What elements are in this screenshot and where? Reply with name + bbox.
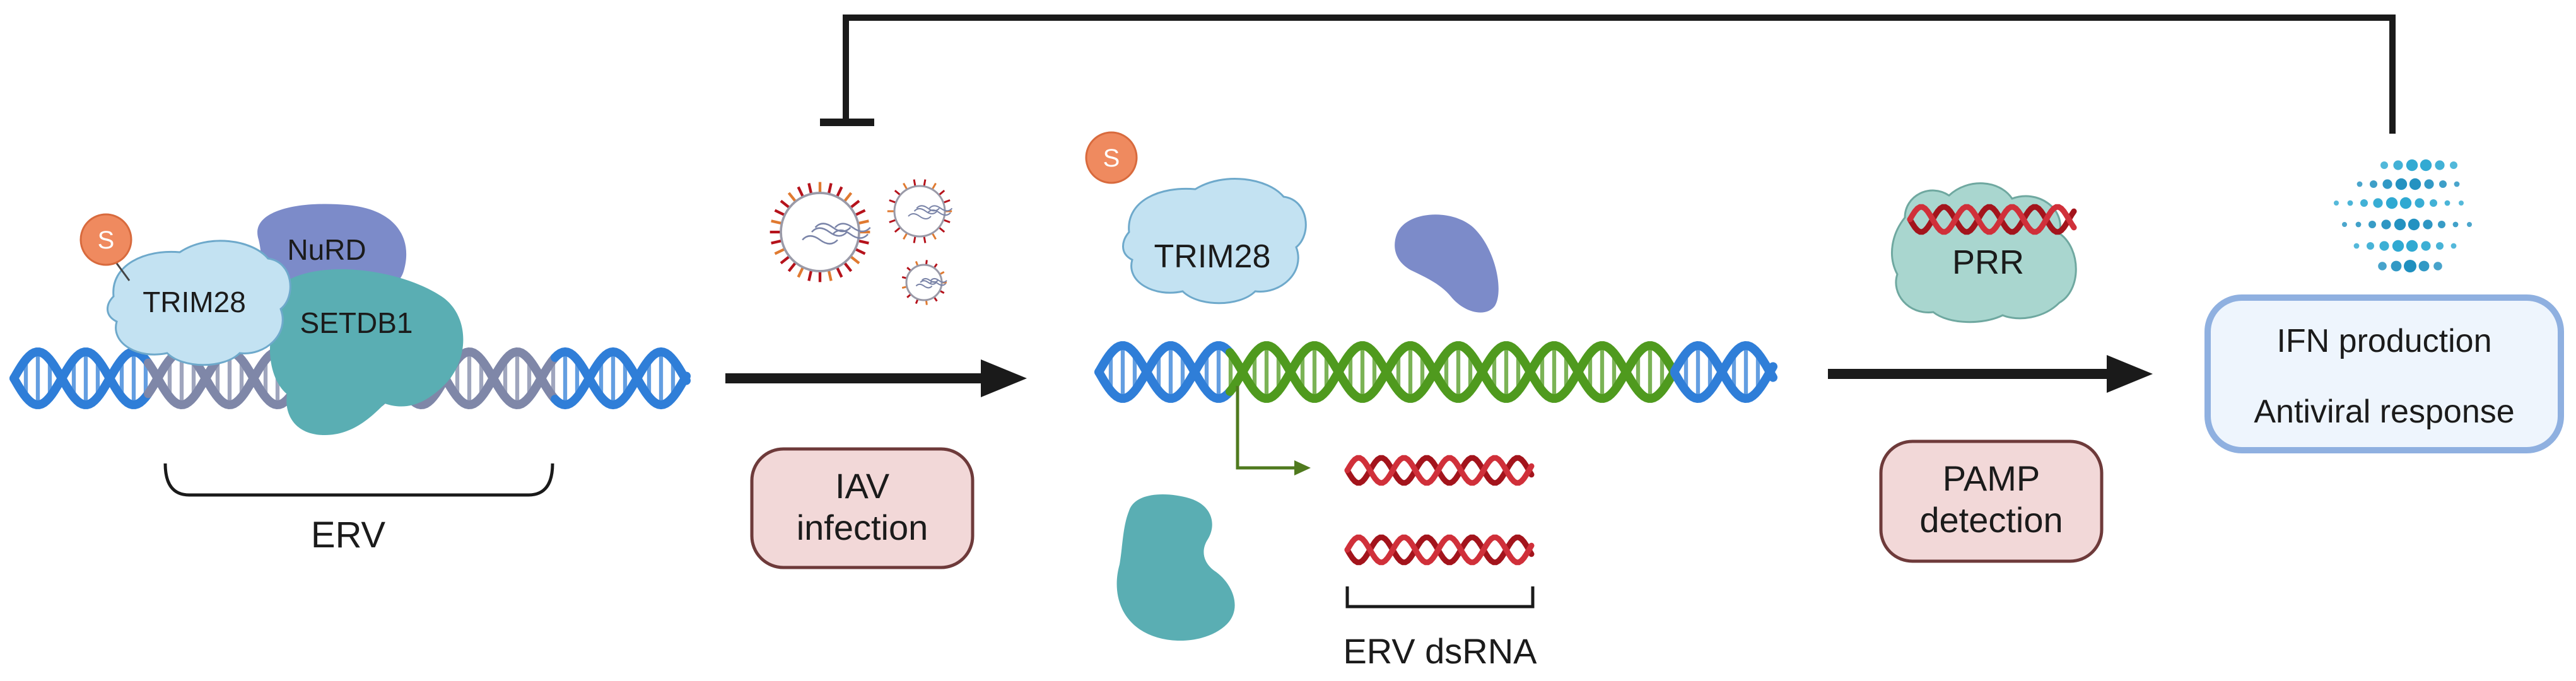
iav-infection-box: IAV infection bbox=[750, 447, 975, 569]
sumo-label-mid: S bbox=[1103, 144, 1120, 172]
prr-label: PRR bbox=[1952, 243, 2024, 281]
antiviral-response-label: Antiviral response bbox=[2254, 393, 2514, 430]
ifn-molecules-icon bbox=[2334, 159, 2472, 272]
iav-infection-line2: infection bbox=[797, 508, 928, 547]
iav-infection-line1: IAV bbox=[835, 466, 890, 506]
erv-dsrna-1 bbox=[1344, 455, 1535, 486]
prr-bound-dsrna bbox=[1907, 204, 2077, 235]
setdb1-protein-released bbox=[1116, 494, 1235, 641]
pamp-detection-line2: detection bbox=[1919, 500, 2063, 540]
iav-virions bbox=[770, 179, 953, 305]
trim28-protein-mid bbox=[1122, 178, 1307, 305]
sumo-marker-left bbox=[79, 213, 132, 266]
dsrna-bracket: ERV dsRNA bbox=[1343, 586, 1537, 671]
nurd-protein-released bbox=[1395, 214, 1499, 313]
pamp-detection-line1: PAMP bbox=[1943, 458, 2040, 498]
setdb1-protein bbox=[270, 269, 464, 435]
trim28-label-mid: TRIM28 bbox=[1154, 238, 1271, 275]
trim28-complex: S TRIM28 NuRD SETDB1 bbox=[79, 204, 464, 435]
dna-helix-middle bbox=[1094, 340, 1777, 404]
erv-label: ERV bbox=[311, 515, 386, 556]
dsrna-label: ERV dsRNA bbox=[1343, 631, 1537, 671]
arrow-2 bbox=[1828, 355, 2153, 393]
erv-bracket: ERV bbox=[163, 463, 554, 556]
ifn-production-label: IFN production bbox=[2276, 323, 2491, 359]
transcription-arrow bbox=[1236, 386, 1311, 475]
arrow-1 bbox=[725, 359, 1027, 397]
pamp-detection-box: PAMP detection bbox=[1879, 439, 2104, 563]
feedback-inhibition-line bbox=[820, 15, 2396, 134]
sumo-marker-mid bbox=[1085, 131, 1138, 184]
erv-dsrna-2 bbox=[1344, 534, 1535, 566]
nurd-label: NuRD bbox=[287, 233, 366, 266]
sumo-label-left: S bbox=[98, 226, 115, 254]
outcome-box: IFN production Antiviral response bbox=[2204, 294, 2564, 453]
setdb1-label: SETDB1 bbox=[300, 306, 413, 339]
prr-receptor bbox=[1890, 182, 2077, 323]
trim28-label-left: TRIM28 bbox=[143, 286, 246, 318]
trim28-protein bbox=[107, 240, 291, 366]
